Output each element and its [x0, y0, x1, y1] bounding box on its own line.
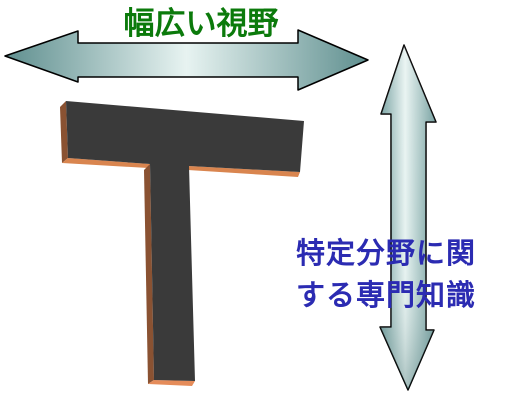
t-stem-side — [144, 164, 154, 384]
horizontal-arrow — [4, 29, 369, 91]
t-front-face — [66, 101, 304, 381]
t-stem-bottom-edge — [148, 380, 195, 386]
t-top-right-edge — [188, 166, 300, 177]
vertical-label-line-2: する専門知識 — [296, 278, 477, 312]
letter-t-shape — [60, 101, 304, 386]
vertical-axis-label: 特定分野に関 する専門知識 — [296, 232, 516, 316]
horizontal-axis-label: 幅広い視野 — [123, 6, 279, 42]
t-top-left-edge — [62, 158, 150, 168]
vertical-label-line-1: 特定分野に関 — [296, 236, 477, 270]
vertical-arrow — [379, 44, 437, 391]
t-top-side — [60, 101, 68, 163]
